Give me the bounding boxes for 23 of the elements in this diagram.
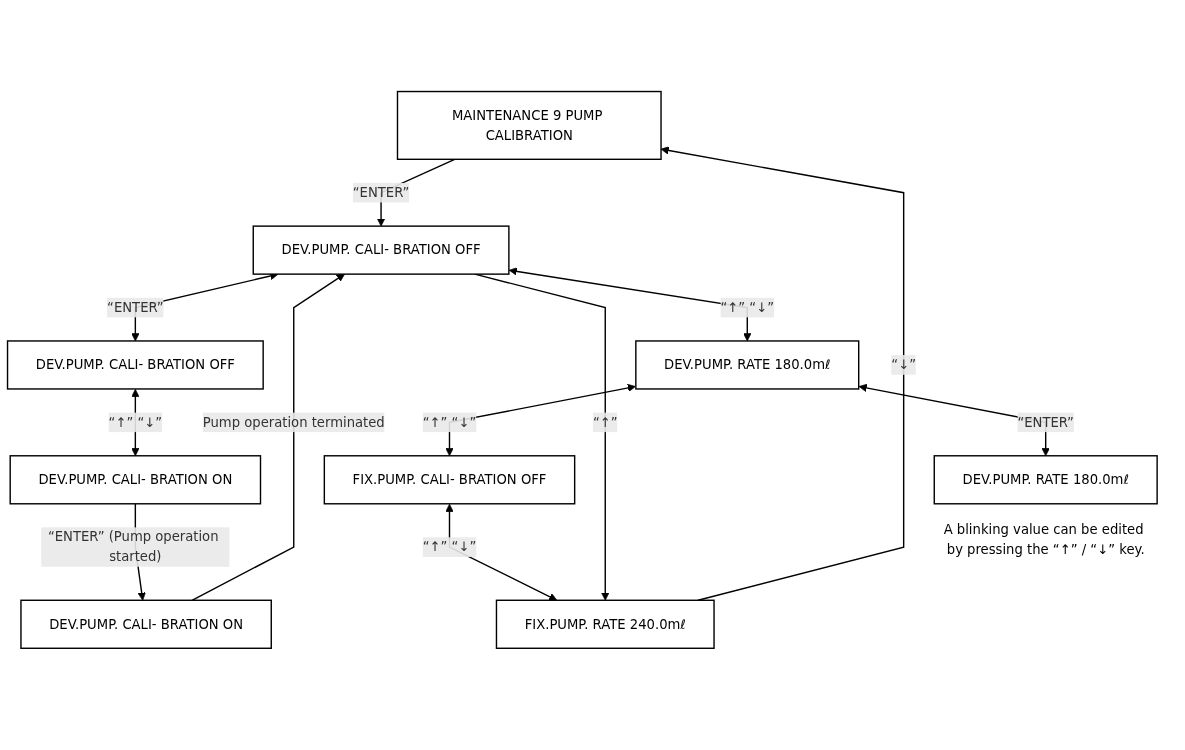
node-box: MAINTENANCE 9 PUMP CALIBRATION bbox=[396, 91, 662, 161]
edge-label: “↓” bbox=[891, 357, 917, 373]
edge-label: “↑” “↓” bbox=[108, 414, 163, 430]
arrow bbox=[445, 384, 636, 457]
node-label: A blinking value can be edited by pressing the “↑” / “↓” key. bbox=[943, 521, 1145, 557]
edge-label: “↑” “↓” bbox=[720, 299, 775, 315]
node-box: DEV.PUMP. CALI- BRATION ON bbox=[20, 599, 272, 650]
edge-label: “ENTER” bbox=[107, 299, 164, 315]
edge-label: “ENTER” bbox=[1017, 414, 1074, 430]
edge-label: “ENTER” bbox=[352, 184, 410, 200]
edge-label: Pump operation terminated bbox=[202, 414, 385, 430]
node-box: FIX.PUMP. CALI- BRATION OFF bbox=[323, 455, 576, 505]
edge-label: “ENTER” (Pump operation started) bbox=[47, 529, 219, 565]
node-box: DEV.PUMP. RATE 180.0mℓ bbox=[635, 340, 860, 390]
edge-label: “↑” bbox=[592, 414, 618, 430]
node-box: DEV.PUMP. CALI- BRATION ON bbox=[9, 455, 262, 505]
node-box: DEV.PUMP. RATE 180.0mℓ bbox=[933, 455, 1158, 505]
arrow bbox=[191, 273, 345, 602]
node-box: DEV.PUMP. CALI- BRATION OFF bbox=[6, 340, 264, 390]
node-box: DEV.PUMP. CALI- BRATION OFF bbox=[252, 225, 510, 275]
edge-label: “↑” “↓” bbox=[422, 414, 477, 430]
edge-label: “↑” “↓” bbox=[422, 539, 477, 555]
node-box: FIX.PUMP. RATE 240.0mℓ bbox=[495, 599, 715, 650]
